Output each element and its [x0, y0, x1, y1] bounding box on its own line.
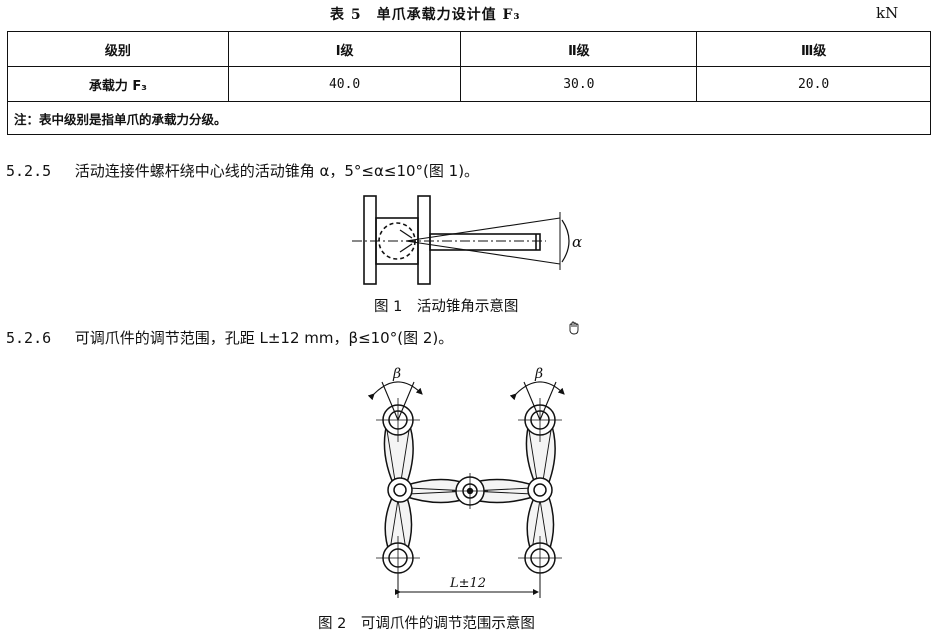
- figure-1-diagram: α: [352, 195, 582, 285]
- row-label-capacity: 承载力 F₃: [7, 66, 229, 102]
- header-grade-3: Ⅲ级: [696, 31, 931, 67]
- cell-value-grade-1: 40.0: [227, 66, 462, 102]
- dimension-label: L±12: [449, 576, 486, 591]
- figure-2-diagram: β β L±12: [367, 366, 565, 598]
- cell-value-grade-2: 30.0: [460, 66, 698, 102]
- table-caption: 表 5 单爪承载力设计值 F₃: [330, 7, 521, 23]
- paragraph-5-2-5: 5.2.5 活动连接件螺杆绕中心线的活动锥角 α，5°≤α≤10°(图 1)。: [6, 160, 479, 181]
- cell-value-grade-3: 20.0: [696, 66, 931, 102]
- section-number-5-2-6: 5.2.6: [6, 329, 52, 347]
- paragraph-5-2-6: 5.2.6 可调爪件的调节范围，孔距 L±12 mm，β≤10°(图 2)。: [6, 327, 453, 348]
- load-capacity-table: 级别 Ⅰ级 Ⅱ级 Ⅲ级 承载力 F₃ 40.0 30.0 20.0 注：表中级别…: [7, 31, 931, 135]
- header-grade-2: Ⅱ级: [460, 31, 698, 67]
- table-note: 注：表中级别是指单爪的承载力分级。: [7, 101, 931, 135]
- alpha-label: α: [572, 233, 582, 251]
- header-grade-1: Ⅰ级: [227, 31, 462, 67]
- hand-cursor-icon: [569, 321, 579, 335]
- table-unit: kN: [876, 4, 899, 22]
- figure-2-caption: 图 2 可调爪件的调节范围示意图: [318, 616, 535, 632]
- table-row: 承载力 F₃ 40.0 30.0 20.0: [7, 66, 931, 102]
- section-number-5-2-5: 5.2.5: [6, 162, 52, 180]
- section-text-5-2-5: 活动连接件螺杆绕中心线的活动锥角 α，5°≤α≤10°(图 1)。: [74, 162, 480, 180]
- table-header-row: 级别 Ⅰ级 Ⅱ级 Ⅲ级: [7, 31, 931, 67]
- beta-label-right: β: [534, 366, 543, 382]
- section-text-5-2-6: 可调爪件的调节范围，孔距 L±12 mm，β≤10°(图 2)。: [74, 329, 454, 347]
- table-note-row: 注：表中级别是指单爪的承载力分级。: [7, 101, 931, 135]
- header-grade-label: 级别: [7, 31, 229, 67]
- figure-1-caption: 图 1 活动锥角示意图: [374, 299, 519, 315]
- beta-label-left: β: [392, 366, 401, 382]
